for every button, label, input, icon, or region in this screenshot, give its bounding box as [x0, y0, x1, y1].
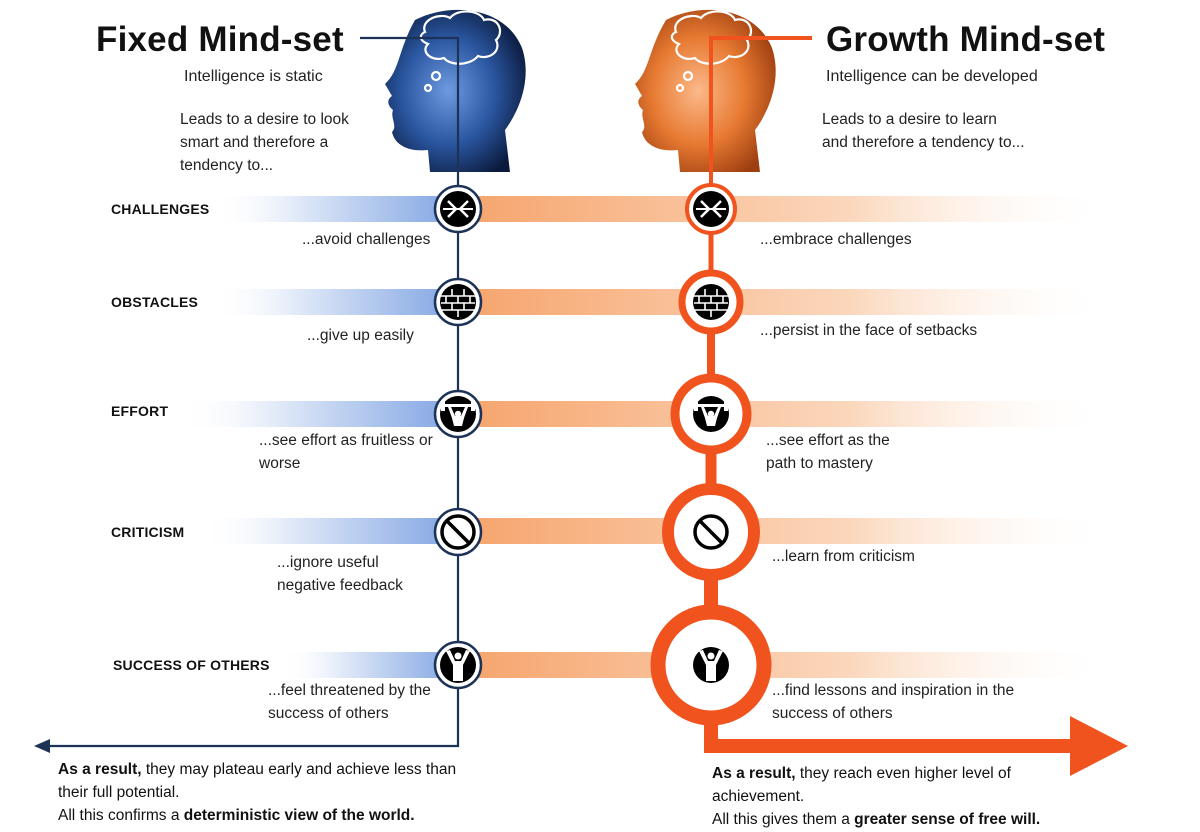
raised-arms-person-icon	[693, 647, 729, 683]
band-blue-effort	[180, 401, 460, 427]
fixed-response-effort: ...see effort as fruitless or worse	[259, 432, 433, 472]
no-sign-icon	[440, 514, 476, 550]
band-blue-criticism	[200, 518, 460, 544]
fixed-response-obstacles: ...give up easily	[307, 327, 414, 344]
fixed-response-success: ...feel threatened by the success of oth…	[268, 682, 431, 722]
weightlifter-icon	[693, 396, 729, 432]
growth-lead: Leads to a desire to learn and therefore…	[822, 111, 1025, 151]
growth-confirm-text: All this gives them a	[712, 811, 855, 828]
band-orange-challenges	[460, 196, 1110, 222]
band-blue-challenges	[210, 196, 460, 222]
challenge-arrows-icon	[440, 191, 476, 227]
fixed-result-lead: As a result,	[58, 761, 142, 778]
fixed-title: Fixed Mind-set	[96, 20, 344, 59]
growth-result-lead: As a result,	[712, 765, 796, 782]
band-orange-effort	[460, 401, 1110, 427]
growth-response-success: ...find lessons and inspiration in the s…	[772, 682, 1015, 722]
growth-response-obstacles: ...persist in the face of setbacks	[760, 322, 978, 339]
bands	[180, 196, 1110, 678]
no-sign-icon	[693, 514, 729, 550]
band-orange-criticism	[460, 518, 1110, 544]
category-success-of-others: SUCCESS OF OTHERS	[113, 657, 270, 673]
band-blue-obstacles	[210, 289, 460, 315]
band-blue-success	[280, 652, 460, 678]
challenge-arrows-icon	[693, 191, 729, 227]
growth-head-illustration	[635, 9, 776, 173]
growth-title: Growth Mind-set	[826, 20, 1106, 59]
fixed-subtitle: Intelligence is static	[184, 68, 323, 85]
fixed-response-challenges: ...avoid challenges	[302, 231, 431, 248]
fixed-head-illustration	[385, 9, 526, 173]
growth-response-challenges: ...embrace challenges	[760, 231, 912, 248]
growth-response-effort: ...see effort as the path to mastery	[766, 432, 890, 472]
category-challenges: CHALLENGES	[111, 201, 210, 217]
growth-response-criticism: ...learn from criticism	[772, 548, 915, 565]
category-criticism: CRITICISM	[111, 524, 185, 540]
category-obstacles: OBSTACLES	[111, 294, 199, 310]
growth-confirm-bold: greater sense of free will.	[854, 811, 1041, 828]
category-effort: EFFORT	[111, 403, 169, 419]
fixed-result-text: they may plateau early and achieve less …	[58, 761, 457, 801]
fixed-confirm-bold: deterministic view of the world.	[183, 807, 415, 824]
fixed-result: As a result, they may plateau early and …	[58, 758, 458, 827]
growth-result-text: they reach even higher level of achievem…	[712, 765, 1011, 805]
fixed-response-criticism: ...ignore useful negative feedback	[277, 554, 403, 594]
band-orange-success	[460, 652, 1110, 678]
growth-subtitle: Intelligence can be developed	[826, 68, 1038, 85]
weightlifter-icon	[440, 396, 476, 432]
raised-arms-person-icon	[440, 647, 476, 683]
growth-result: As a result, they reach even higher leve…	[712, 762, 1072, 831]
fixed-lead: Leads to a desire to look smart and ther…	[180, 111, 349, 174]
fixed-confirm-text: All this confirms a	[58, 807, 184, 824]
band-orange-obstacles	[460, 289, 1110, 315]
brick-wall-icon	[693, 284, 729, 320]
brick-wall-icon	[440, 284, 476, 320]
